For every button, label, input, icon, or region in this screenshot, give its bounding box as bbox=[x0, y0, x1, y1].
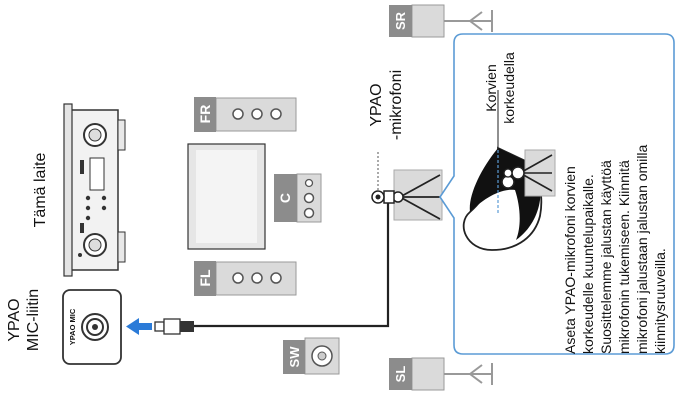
receiver-label: Tämä laite bbox=[32, 153, 49, 228]
mic-jack-label-line1: YPAO bbox=[6, 298, 23, 341]
connection-arrow-icon bbox=[126, 318, 152, 335]
mic-cable bbox=[194, 200, 390, 328]
mic-jack-label-line2: MIC-liitin bbox=[25, 289, 42, 351]
mic-jack-panel bbox=[62, 289, 122, 365]
tv-screen bbox=[187, 143, 266, 250]
note-line-4: mikrofonin tukemiseen. Kiinnitä bbox=[616, 160, 632, 354]
note-line-3: Suosittelemme jalustan käyttöä bbox=[598, 160, 614, 354]
speaker-sw bbox=[283, 337, 340, 375]
mic-label-line1: YPAO bbox=[368, 83, 385, 126]
ear-height-label-line2: korkeudella bbox=[501, 52, 517, 124]
speaker-sl bbox=[389, 357, 493, 391]
note-line-2: korkeudelle kuuntelupaikalle. bbox=[580, 174, 596, 354]
speaker-fl bbox=[194, 261, 297, 296]
speaker-c-label: C bbox=[277, 193, 293, 203]
receiver-unit bbox=[63, 103, 126, 277]
speaker-c bbox=[274, 173, 322, 223]
note-line-1: Aseta YPAO-mikrofoni korvien bbox=[562, 166, 578, 354]
ear-height-label-line1: Korvien bbox=[483, 64, 499, 111]
note-line-5: mikrofoni jalustaan jalustan omilla bbox=[634, 144, 650, 354]
speaker-sr bbox=[389, 4, 493, 38]
mic-label-line2: -mikrofoni bbox=[388, 70, 405, 140]
speaker-fr bbox=[194, 97, 297, 132]
mini-mic-stand-icon bbox=[503, 149, 556, 197]
mic-on-tripod bbox=[371, 150, 443, 221]
speaker-sr-label: SR bbox=[393, 11, 408, 30]
mic-jack-panel-label: YPAO MIC bbox=[68, 308, 77, 345]
speaker-sw-label: SW bbox=[287, 346, 302, 368]
speaker-fr-label: FR bbox=[197, 105, 213, 124]
speaker-fl-label: FL bbox=[197, 269, 213, 287]
speaker-sl-label: SL bbox=[393, 366, 408, 383]
mic-plug-icon bbox=[154, 318, 194, 335]
note-line-6: kiinnitysruuveilla. bbox=[652, 248, 668, 354]
